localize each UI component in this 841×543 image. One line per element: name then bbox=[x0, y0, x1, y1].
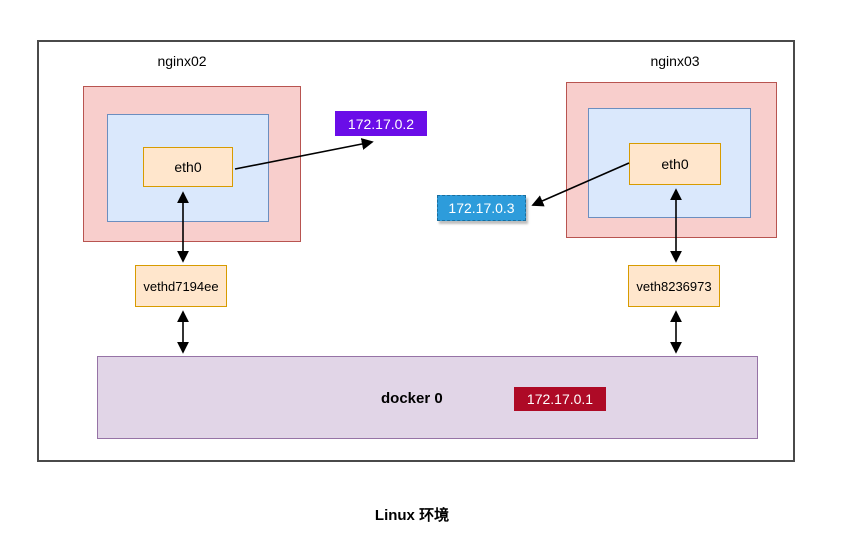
ip-172-17-0-2-text: 172.17.0.2 bbox=[347, 115, 415, 132]
nginx02-title[interactable]: nginx02 bbox=[157, 53, 207, 69]
nginx03-eth0-label: eth0 bbox=[661, 156, 689, 172]
ip-172-17-0-2-badge[interactable]: 172.17.0.2 bbox=[335, 111, 427, 136]
ip-172-17-0-1-text: 172.17.0.1 bbox=[526, 391, 594, 407]
vethd7194ee-label: vethd7194ee bbox=[143, 278, 219, 294]
docker0-label: docker 0 bbox=[381, 390, 443, 407]
ip-172-17-0-3-text: 172.17.0.3 bbox=[448, 200, 515, 216]
ip-172-17-0-3-badge[interactable]: 172.17.0.3 bbox=[437, 195, 526, 221]
docker0-bridge-bar[interactable]: docker 0 172.17.0.1 bbox=[97, 356, 758, 439]
vethd7194ee-box[interactable]: vethd7194ee bbox=[135, 265, 227, 307]
nginx03-eth0-box[interactable]: eth0 bbox=[629, 143, 721, 185]
linux-environment-caption[interactable]: Linux 环境 bbox=[374, 507, 450, 524]
nginx02-eth0-box[interactable]: eth0 bbox=[143, 147, 233, 187]
veth8236973-box[interactable]: veth8236973 bbox=[628, 265, 720, 307]
ip-172-17-0-1-badge[interactable]: 172.17.0.1 bbox=[514, 387, 606, 411]
nginx03-title[interactable]: nginx03 bbox=[650, 53, 700, 69]
nginx02-eth0-label: eth0 bbox=[174, 159, 202, 175]
veth8236973-label: veth8236973 bbox=[636, 278, 712, 294]
